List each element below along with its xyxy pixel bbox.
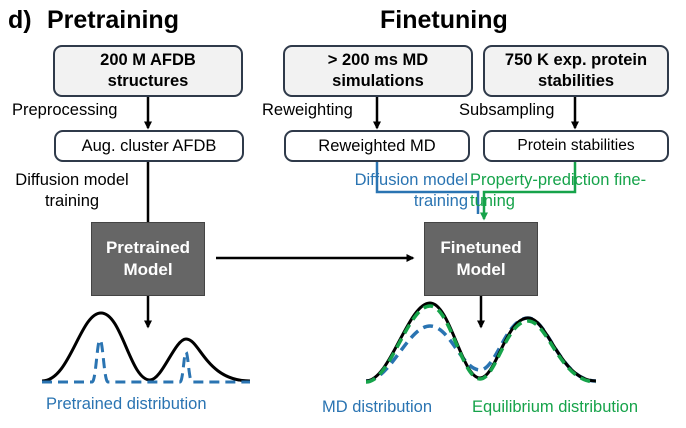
reweighting-label: Reweighting [262, 101, 353, 119]
exp-stabilities-box: 750 K exp. protein stabilities [483, 45, 669, 97]
md-distribution-curve [365, 316, 597, 383]
subsampling-label: Subsampling [459, 101, 555, 119]
protein-stabilities-text: Protein stabilities [517, 137, 635, 154]
aug-cluster-afdb-text: Aug. cluster AFDB [81, 136, 217, 155]
diffusion-training-label: Diffusion model training [15, 171, 129, 211]
pretrained-density-curve [41, 311, 251, 383]
equilibrium-distribution-label: Equilibrium distribution [472, 398, 638, 416]
stability-path-line [480, 162, 577, 221]
md-simulations-box: > 200 ms MD simulations [283, 45, 473, 97]
equilibrium-distribution-curve [365, 304, 597, 384]
preprocessing-label: Preprocessing [12, 101, 118, 119]
finetuned-model-box: Finetuned Model [424, 222, 538, 296]
property-prediction-label: Property-prediction fine-tuning [470, 171, 647, 211]
panel-label: d) [8, 6, 32, 34]
md-distribution-label: MD distribution [322, 398, 433, 416]
reweighted-md-text: Reweighted MD [318, 136, 436, 155]
pretrained-samples-curve [42, 338, 250, 384]
pretraining-heading: Pretraining [47, 6, 179, 34]
md-path-line [375, 162, 480, 214]
finetuning-heading: Finetuning [380, 6, 508, 34]
pretrained-model-text: Pretrained Model [105, 237, 191, 279]
pretrained-distribution-label: Pretrained distribution [46, 395, 207, 413]
md-diffusion-training-label: Diffusion model training [354, 171, 468, 211]
exp-stabilities-text: 750 K exp. protein stabilities [504, 51, 648, 90]
reweighted-md-box: Reweighted MD [284, 130, 470, 162]
finetuned-distribution-plot [365, 301, 597, 384]
pretrained-model-box: Pretrained Model [91, 222, 205, 296]
pretrained-distribution-plot [41, 311, 251, 384]
md-simulations-text: > 200 ms MD simulations [327, 51, 429, 90]
finetuned-model-text: Finetuned Model [440, 237, 522, 279]
afdb-structures-box: 200 M AFDB structures [53, 45, 243, 97]
aug-cluster-afdb-box: Aug. cluster AFDB [54, 130, 244, 162]
protein-stabilities-box: Protein stabilities [483, 130, 669, 162]
afdb-structures-text: 200 M AFDB structures [100, 51, 196, 90]
